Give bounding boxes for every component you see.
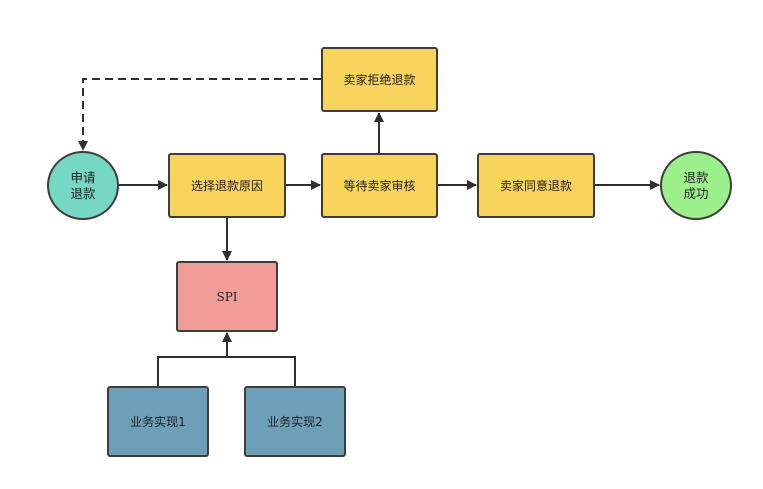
node-impl-1: 业务实现1 [107,386,209,457]
node-apply-refund: 申请 退款 [47,151,119,220]
node-seller-agree: 卖家同意退款 [477,153,595,218]
node-seller-agree-label: 卖家同意退款 [499,179,572,193]
node-wait-seller: 等待卖家审核 [321,153,438,218]
node-wait-seller-label: 等待卖家审核 [343,179,416,193]
node-apply-refund-label: 申请 退款 [70,169,96,201]
node-refund-success: 退款 成功 [660,151,732,220]
node-impl-2: 业务实现2 [244,386,346,457]
connector-impl2-to-spi [227,356,296,387]
node-seller-reject: 卖家拒绝退款 [321,47,438,112]
arrow-reject-to-apply-dashed [78,78,321,151]
node-impl-1-label: 业务实现1 [130,415,186,429]
node-spi: SPI [176,261,278,332]
node-impl-2-label: 业务实现2 [267,415,323,429]
node-spi-label: SPI [216,289,238,304]
connector-impl1-to-spi [157,356,227,387]
node-select-reason-label: 选择退款原因 [190,179,263,193]
node-refund-success-label: 退款 成功 [683,169,709,201]
node-seller-reject-label: 卖家拒绝退款 [343,73,416,87]
node-select-reason: 选择退款原因 [168,153,286,218]
